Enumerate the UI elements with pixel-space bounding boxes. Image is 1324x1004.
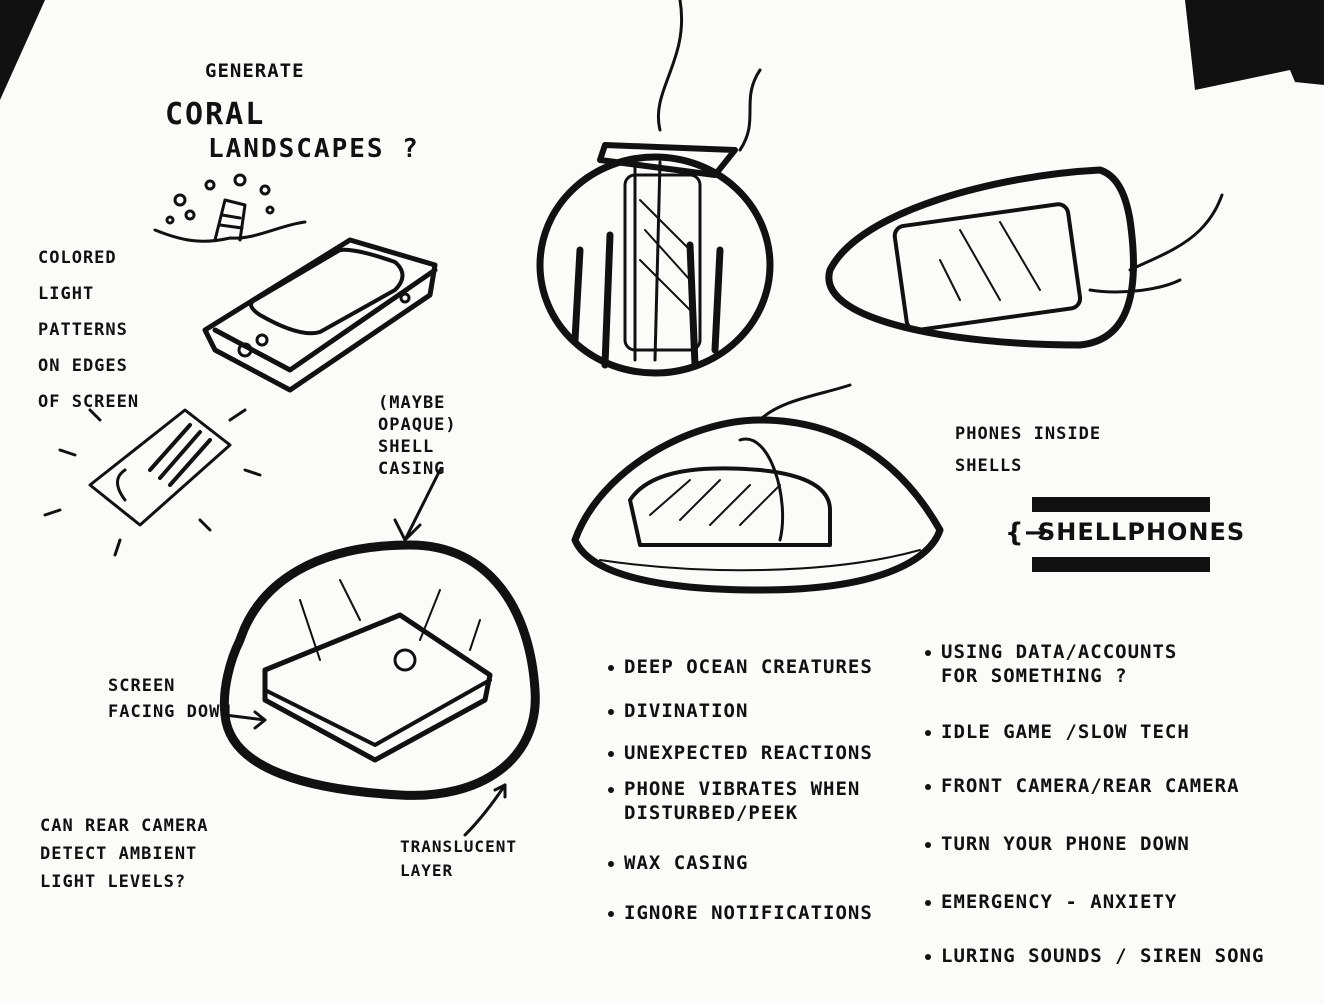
idea-list-right: USING DATA/ACCOUNTS FOR SOMETHING ? IDLE… [925,640,1264,968]
cone-shell-sketch [825,166,1224,349]
note-coral: CORAL [165,97,266,132]
idea-list-left: DEEP OCEAN CREATURES DIVINATION UNEXPECT… [608,655,873,925]
list-item: LURING SOUNDS / SIREN SONG [925,944,1264,968]
corner-shadow-right [1185,0,1324,90]
badge-arrow: {→ [1005,518,1048,548]
list-item: PHONE VIBRATES WHEN DISTURBED/PEEK [608,777,873,825]
list-item: EMERGENCY - ANXIETY [925,890,1264,914]
note-landscapes: LANDSCAPES ? [208,134,420,164]
annotation-arrows [223,468,507,837]
note-rear-camera: CAN REAR CAMERA DETECT AMBIENT LIGHT LEV… [40,816,209,892]
note-light-patterns: COLORED LIGHT PATTERNS ON EDGES OF SCREE… [38,248,140,412]
badge-bar-bottom [1032,557,1210,572]
list-item: USING DATA/ACCOUNTS FOR SOMETHING ? [925,640,1264,688]
list-item: UNEXPECTED REACTIONS [608,741,873,765]
list-item: WAX CASING [608,851,873,875]
shellphones-badge: SHELLPHONES [1038,518,1246,546]
note-translucent-layer: TRANSLUCENT LAYER [400,837,517,880]
list-item: IGNORE NOTIFICATIONS [608,901,873,925]
list-item: TURN YOUR PHONE DOWN [925,832,1264,856]
badge-bar-top [1032,497,1210,512]
sphere-shell-sketch [536,0,774,377]
list-item: DEEP OCEAN CREATURES [608,655,873,679]
list-item: IDLE GAME /SLOW TECH [925,720,1264,744]
clam-shell-sketch [571,383,944,594]
note-phones-inside-shells: PHONES INSIDE SHELLS [955,424,1102,476]
dome-shell-sketch [219,540,540,800]
phone-sketch [202,237,438,393]
note-shell-casing: (MAYBE OPAQUE) SHELL CASING [378,393,457,479]
list-item: FRONT CAMERA/REAR CAMERA [925,774,1264,798]
light-pattern-phone-sketch [43,408,262,557]
note-generate: GENERATE [205,60,305,82]
coral-sketch [153,173,307,243]
corner-shadow-left [0,0,45,100]
note-screen-facing-down: SCREEN FACING DOWN [108,676,232,722]
list-item: DIVINATION [608,699,873,723]
